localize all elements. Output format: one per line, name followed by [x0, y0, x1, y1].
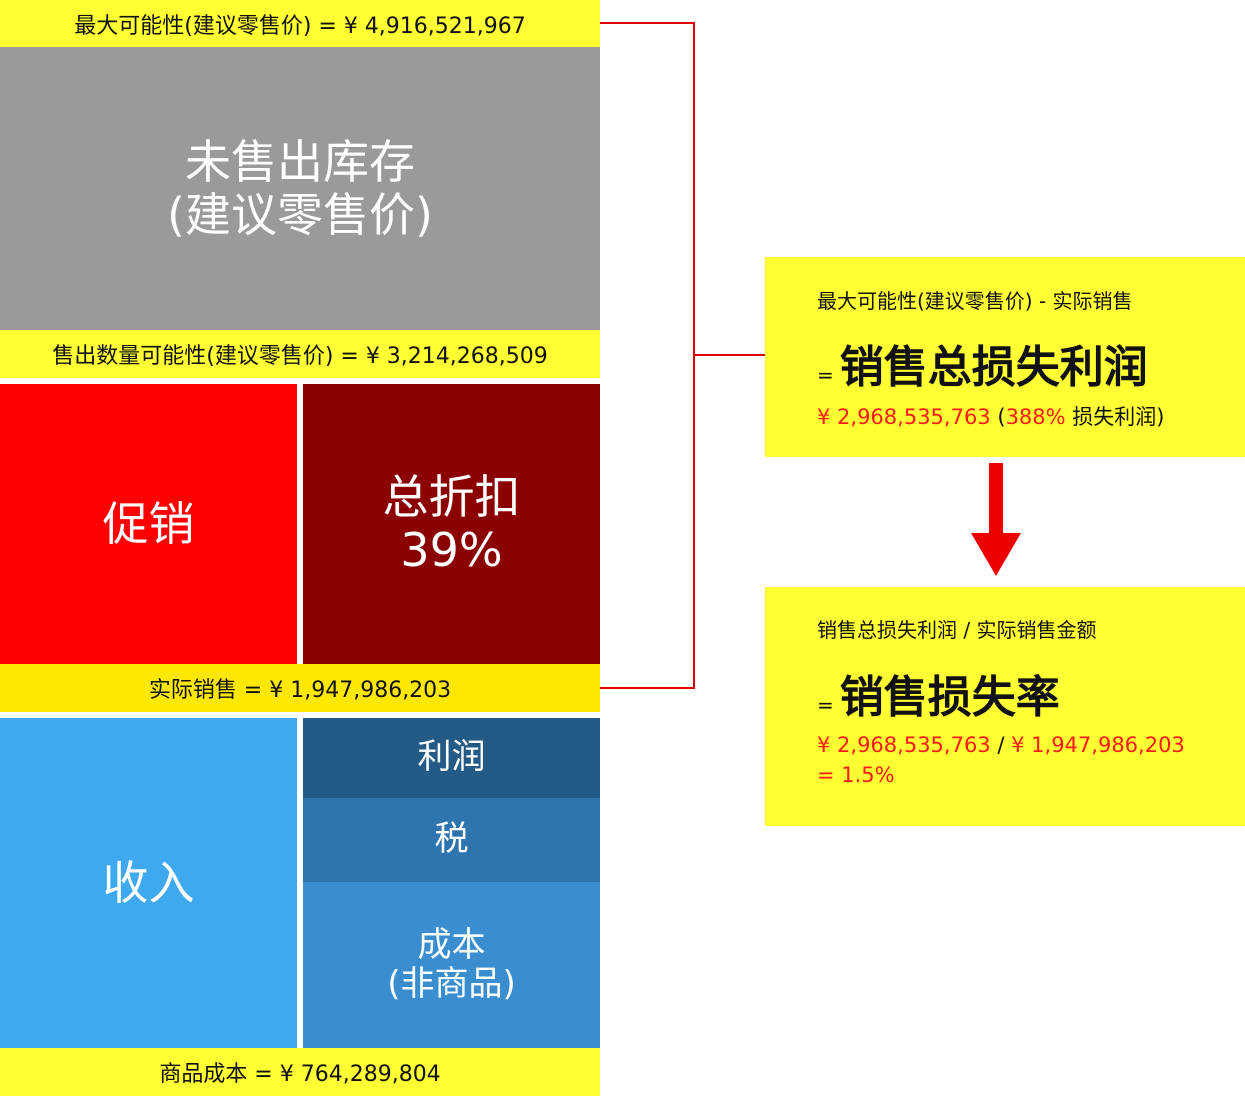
lost-profit-formula: 最大可能性(建议零售价) - 实际销售 — [817, 289, 1133, 313]
down-arrow-head — [971, 533, 1021, 576]
loss-rate-numerator: ¥ 2,968,535,763 — [817, 733, 991, 757]
profit-label: 利润 — [417, 737, 486, 778]
tax-label: 税 — [434, 819, 469, 860]
loss-rate-title: 销售损失率 — [839, 672, 1060, 723]
revenue-label: 收入 — [102, 855, 195, 910]
down-arrow-shaft — [989, 463, 1003, 535]
cogs-bar: 商品成本 = ¥ 764,289,804 — [0, 1048, 600, 1096]
profit-block: 利润 — [303, 718, 600, 798]
non-goods-cost-label: 成本 (非商品) — [387, 924, 516, 1004]
loss-rate-eq: = — [817, 693, 834, 717]
actual-sales-bar: 实际销售 = ¥ 1,947,986,203 — [0, 664, 600, 712]
total-discount-label: 总折扣 39% — [382, 470, 521, 577]
loss-rate-formula: 销售总损失利润 / 实际销售金额 — [817, 618, 1097, 642]
unsold-inventory-block: 未售出库存 (建议零售价) — [0, 47, 600, 330]
lost-profit-amount: ¥ 2,968,535,763 — [817, 405, 991, 429]
loss-rate-calc-line: ¥ 2,968,535,763 / ¥ 1,947,986,203 — [817, 733, 1185, 757]
lost-profit-title-row: = 销售总损失利润 — [817, 331, 1148, 395]
unsold-inventory-label: 未售出库存 (建议零售价) — [167, 134, 433, 242]
loss-rate-title-row: = 销售损失率 — [817, 661, 1060, 725]
lost-profit-percent: 388% — [1005, 405, 1066, 429]
lost-profit-title: 销售总损失利润 — [839, 342, 1148, 393]
lost-profit-paren-open: ( — [997, 405, 1006, 429]
promotion-label: 促销 — [102, 496, 195, 551]
max-potential-bar: 最大可能性(建议零售价) = ¥ 4,916,521,967 — [0, 0, 600, 47]
loss-rate-panel: 销售总损失利润 / 实际销售金额 = 销售损失率 ¥ 2,968,535,763… — [765, 587, 1245, 826]
lost-profit-eq: = — [817, 363, 834, 387]
non-goods-cost-block: 成本 (非商品) — [303, 882, 600, 1048]
revenue-block: 收入 — [0, 718, 297, 1048]
promotion-block: 促销 — [0, 384, 297, 664]
total-discount-block: 总折扣 39% — [303, 384, 600, 664]
loss-rate-divider: / — [997, 733, 1005, 757]
loss-rate-denominator: ¥ 1,947,986,203 — [1011, 733, 1185, 757]
cogs-text: 商品成本 = ¥ 764,289,804 — [159, 1062, 441, 1087]
tax-block: 税 — [303, 798, 600, 882]
max-potential-text: 最大可能性(建议零售价) = ¥ 4,916,521,967 — [74, 13, 526, 39]
lost-profit-panel: 最大可能性(建议零售价) - 实际销售 = 销售总损失利润 ¥ 2,968,53… — [765, 257, 1245, 457]
sold-quantity-text: 售出数量可能性(建议零售价) = ¥ 3,214,268,509 — [52, 344, 548, 369]
loss-rate-result: = 1.5% — [817, 763, 895, 787]
lost-profit-value-row: ¥ 2,968,535,763 (388% 损失利润) — [817, 401, 1165, 431]
sold-quantity-bar: 售出数量可能性(建议零售价) = ¥ 3,214,268,509 — [0, 330, 600, 378]
actual-sales-text: 实际销售 = ¥ 1,947,986,203 — [148, 678, 452, 703]
bracket-line — [600, 22, 695, 689]
lost-profit-paren-rest: 损失利润) — [1072, 405, 1165, 429]
